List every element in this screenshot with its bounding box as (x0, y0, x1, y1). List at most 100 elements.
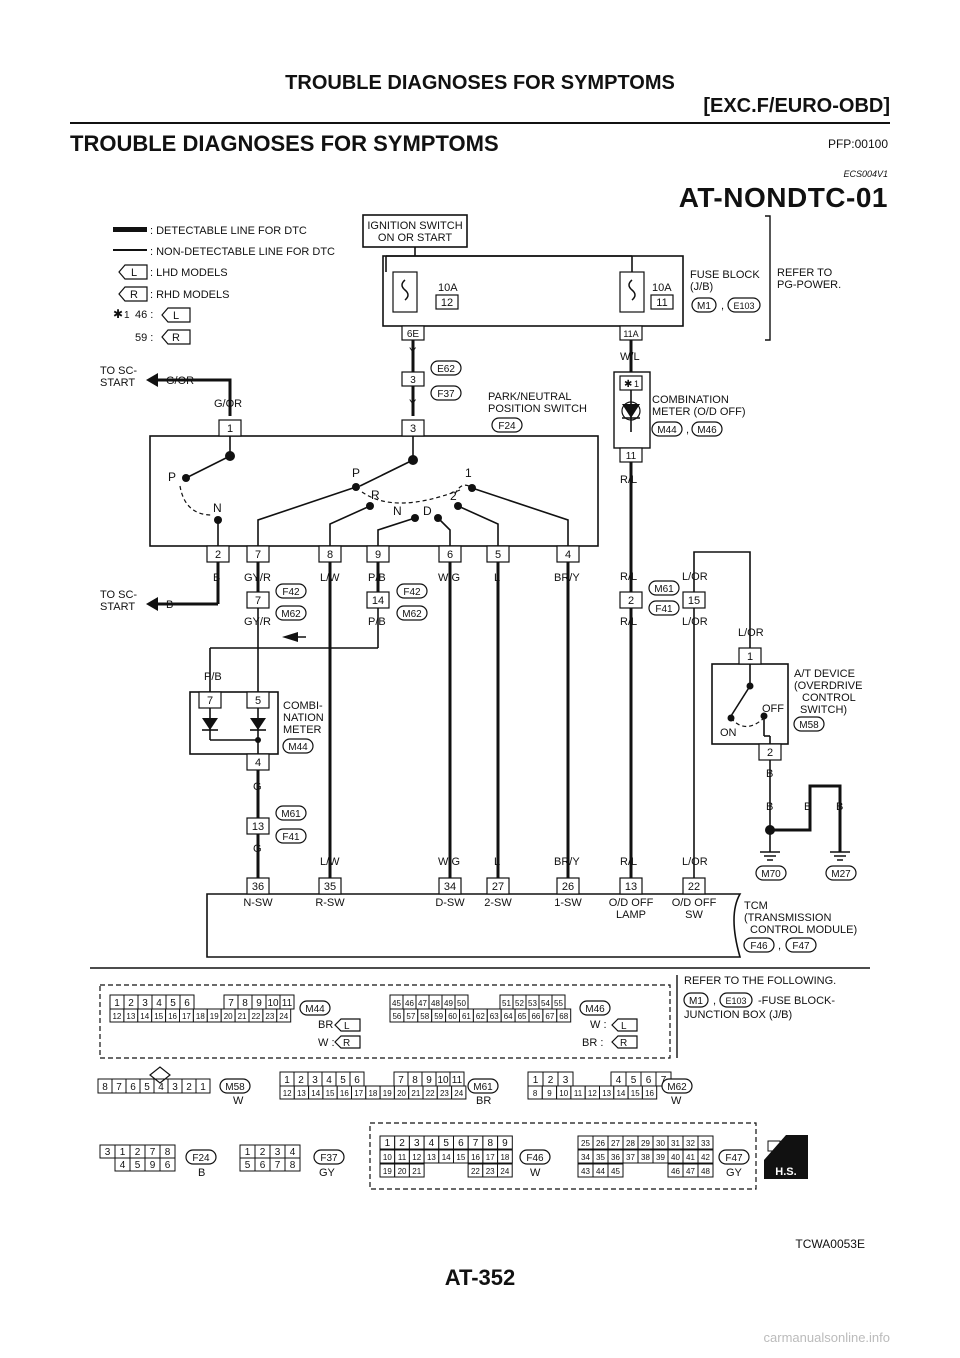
wire-y-label: Y (409, 346, 417, 358)
tcm-pin-34: 34 (444, 881, 456, 893)
tcm-label: TCM (744, 900, 768, 912)
conn-m27: M27 (831, 869, 851, 880)
connector-cavity-number: 55 (554, 999, 563, 1008)
tcm-dsw: D-SW (435, 897, 465, 909)
connector-cavity-number: 9 (547, 1089, 552, 1098)
pnp-pin-5: 5 (495, 549, 501, 561)
legend: : DETECTABLE LINE FOR DTC : NON-DETECTAB… (113, 225, 335, 345)
ref-fuse-block: -FUSE BLOCK- (758, 995, 835, 1007)
legend-rhd-text: : RHD MODELS (150, 289, 229, 301)
refer-following: REFER TO THE FOLLOWING. (684, 975, 836, 987)
connector-cavity-number: 26 (596, 1139, 605, 1148)
connector-cavity (408, 1163, 425, 1178)
connector-cavity (556, 1008, 572, 1023)
conn-f47: F47 (792, 941, 810, 952)
conn-f42-b: F42 (403, 587, 421, 598)
connector-cavity-number: 21 (238, 1012, 247, 1021)
connector-cavity-number: 42 (701, 1153, 710, 1162)
m46-br: BR : (582, 1037, 603, 1049)
wire-l-tcm: L (494, 856, 500, 868)
connector-cavity-number: 6 (646, 1075, 652, 1086)
connector-cavity-number: 6 (354, 1075, 360, 1086)
fuse-m1-tag: M1 (697, 301, 711, 312)
connector-key-icon (149, 1066, 171, 1084)
at-device-label3: CONTROL (802, 692, 856, 704)
connector-cavity-number: 10 (383, 1153, 392, 1162)
pin-11: 11 (626, 451, 637, 462)
ref-comma: , (713, 995, 716, 1007)
connector-cavity-number: 4 (120, 1160, 126, 1171)
wire-lor-3: L/OR (738, 627, 764, 639)
connector-cavity-number: 8 (102, 1082, 108, 1093)
connector-cavity-number: 57 (406, 1012, 415, 1021)
wire-y-label2: Y (409, 398, 417, 410)
m58-color: W (233, 1095, 244, 1107)
wire-b-at3: B (804, 801, 811, 813)
connector-cavity-number: 14 (140, 1012, 149, 1021)
wire-bry-tcm: BR/Y (554, 856, 580, 868)
pin-13-g: 13 (252, 821, 264, 833)
connector-cavity-number: 3 (563, 1075, 569, 1086)
connector-cavity-number: 58 (420, 1012, 429, 1021)
connector-cavity-number: 34 (581, 1153, 590, 1162)
tcm-2sw: 2-SW (484, 897, 512, 909)
pos-p-right: P (352, 466, 360, 480)
connector-cavity-number: 47 (418, 999, 427, 1008)
connector-cavity-number: 44 (596, 1167, 605, 1176)
fuse-icon (628, 279, 636, 301)
connector-cavity-number: 9 (150, 1160, 156, 1171)
connector-cavity-number: 68 (559, 1012, 568, 1021)
wire-pb-2: P/B (368, 616, 386, 628)
connector-cavity-number: 2 (548, 1075, 554, 1086)
wire-lw-tcm: L/W (320, 856, 340, 868)
connector-cavity-number: 4 (326, 1075, 332, 1086)
connector-cavity-number: 4 (158, 1082, 164, 1093)
connector-cavity (159, 1157, 176, 1172)
connector-cavity-number: 13 (602, 1089, 611, 1098)
connector-cavity-number: 49 (444, 999, 453, 1008)
connector-cavity-number: 3 (172, 1082, 178, 1093)
connector-cavity-number: 17 (182, 1012, 191, 1021)
atdev-pin-2: 2 (767, 747, 773, 759)
connector-cavity-number: 64 (504, 1012, 513, 1021)
connector-cavity-number: 45 (392, 999, 401, 1008)
connector-cavity-number: 9 (256, 998, 262, 1009)
connector-cavity-number: 25 (581, 1139, 590, 1148)
connector-cavity-number: 6 (260, 1160, 266, 1171)
connector-cavity-number: 62 (476, 1012, 485, 1021)
conn-f37: F37 (437, 389, 455, 400)
connector-cavity-number: 32 (686, 1139, 695, 1148)
combi-meter-box (189, 691, 279, 755)
connector-cavity-number: 5 (631, 1075, 637, 1086)
to-sc-start-2: START (100, 601, 135, 613)
connector-cavity (195, 1078, 211, 1094)
fuse-block-box (382, 255, 684, 327)
legend-r-tag: R (130, 289, 138, 301)
connector-cavity-number: 22 (471, 1167, 480, 1176)
connector-cavity-number: 21 (411, 1089, 420, 1098)
connector-cavity-number: 1 (533, 1075, 539, 1086)
connector-cavity-number: 1 (200, 1082, 206, 1093)
connector-cavity-number: 8 (242, 998, 248, 1009)
m44-br-l: L (344, 1021, 350, 1032)
connector-cavity-number: 6 (130, 1082, 136, 1093)
tcm-odlamp2: LAMP (616, 909, 646, 921)
connector-cavity-number: 2 (399, 1138, 405, 1149)
ignition-switch-label2: ON OR START (378, 232, 452, 244)
conn-11a: 11A (623, 329, 638, 339)
conn-m62-c: M62 (667, 1082, 687, 1093)
pnp-pin-6: 6 (447, 549, 453, 561)
connector-cavity-number: 7 (398, 1075, 404, 1086)
connector-cavity-number: 3 (105, 1147, 111, 1158)
connector-cavity-number: 66 (531, 1012, 540, 1021)
connector-cavity-number: 31 (671, 1139, 680, 1148)
ignition-switch-label: IGNITION SWITCH (367, 220, 462, 232)
connector-cavity-number: 46 (671, 1167, 680, 1176)
connector-cavity-number: 19 (210, 1012, 219, 1021)
conn-m44-c: M44 (305, 1004, 325, 1015)
legend-59-r: R (172, 332, 180, 344)
wire-gor-label2: G/OR (214, 398, 242, 410)
connector-cavity-number: 17 (486, 1153, 495, 1162)
legend-46: 46 : (135, 309, 153, 321)
connector-cavity-number: 53 (528, 999, 537, 1008)
